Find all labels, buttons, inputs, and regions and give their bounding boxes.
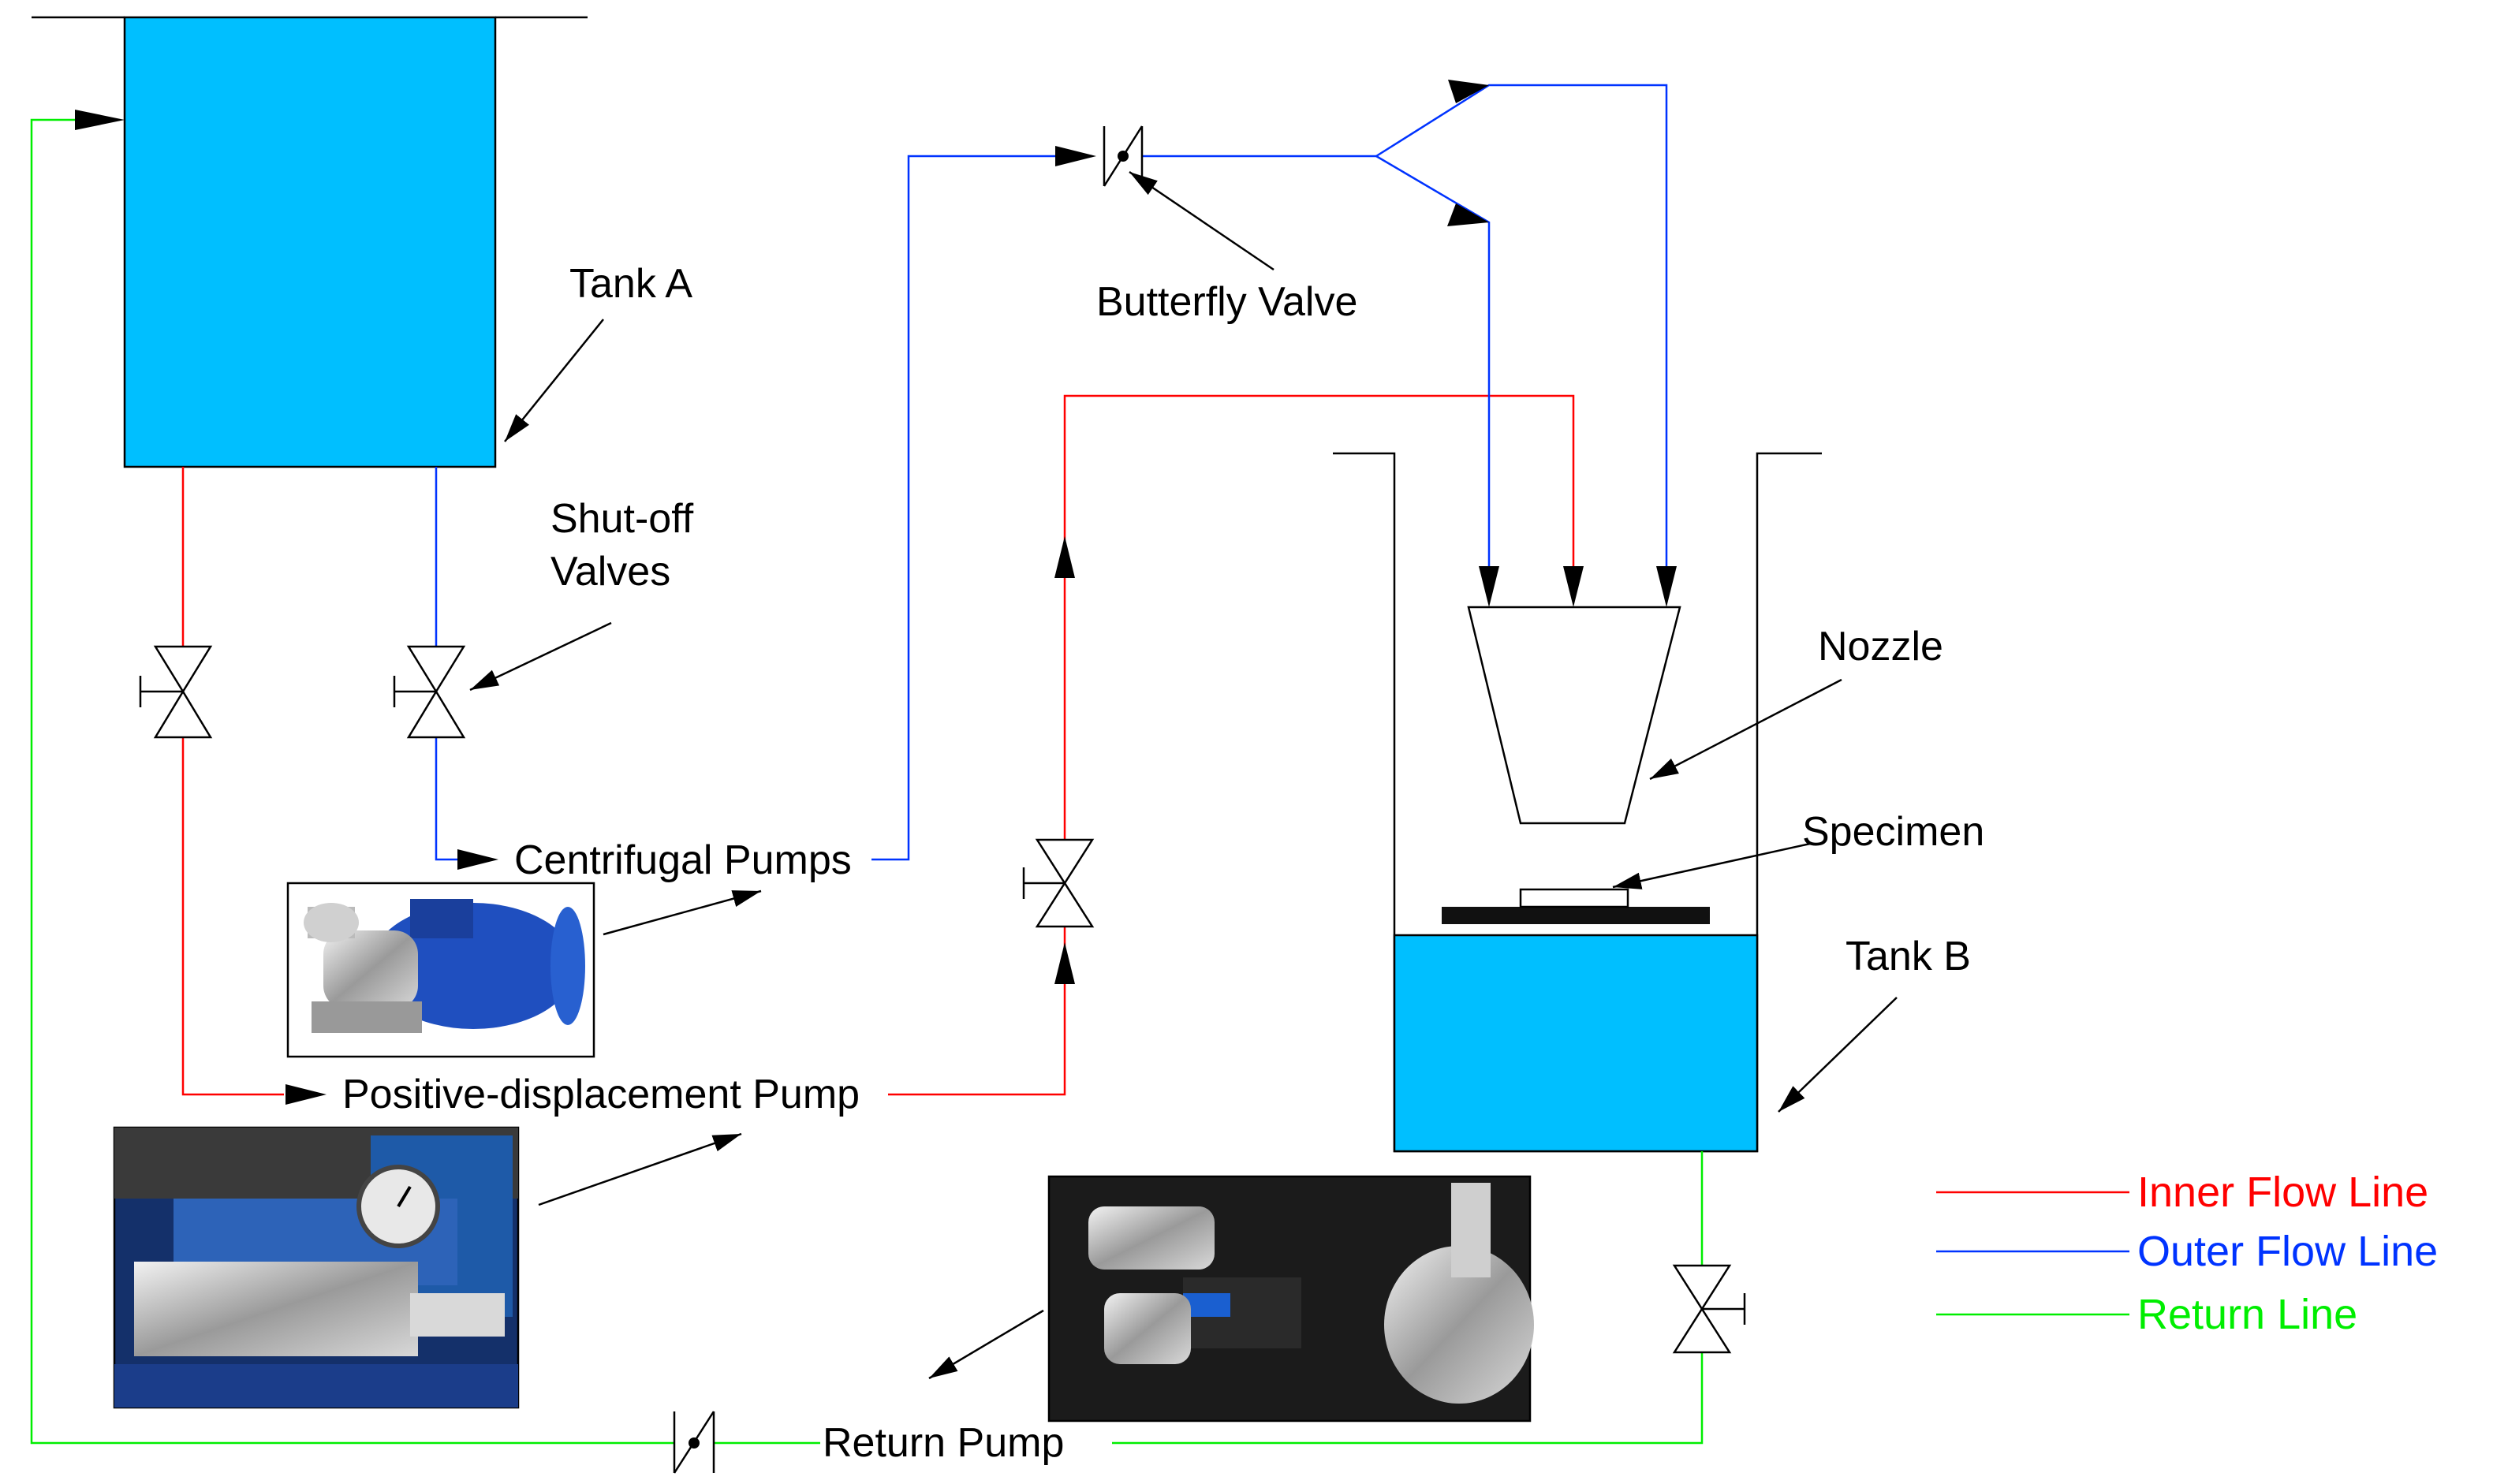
- nozzle: [1467, 606, 1681, 825]
- shutoff-valve-outer: [393, 645, 466, 739]
- legend-outer-label: Outer Flow Line: [2137, 1228, 2438, 1275]
- shutoff-valve-pd-line: [1022, 838, 1095, 928]
- butterfly-valve-label: Butterfly Valve: [1096, 279, 1357, 325]
- shutoff-valves-label-line1: Shut-off: [550, 496, 694, 542]
- shutoff-valves-label-line2: Valves: [550, 549, 670, 595]
- shutoff-valve-inner: [139, 645, 213, 739]
- centrifugal-pumps-label: Centrifugal Pumps: [514, 837, 852, 883]
- return-line: [30, 118, 1704, 1445]
- centrifugal-pump-photo: [286, 882, 595, 1058]
- positive-displacement-pump-photo: [113, 1126, 520, 1409]
- tank-b-label: Tank B: [1845, 934, 1971, 979]
- return-pump-photo: [1047, 1175, 1534, 1422]
- tank-b: [1333, 452, 1822, 1153]
- legend-inner-label: Inner Flow Line: [2137, 1169, 2428, 1216]
- flow-arrows: [75, 80, 1677, 1105]
- tank-a: [32, 16, 588, 468]
- specimen-label: Specimen: [1802, 809, 1984, 855]
- leader-arrows: [469, 170, 1898, 1380]
- tank-a-label: Tank A: [569, 261, 692, 307]
- tank-b-water: [1393, 934, 1759, 1153]
- positive-displacement-pump-label: Positive-displacement Pump: [342, 1072, 860, 1117]
- specimen: [1519, 888, 1629, 908]
- outer-flow-line: [435, 84, 1668, 861]
- specimen-table: [1442, 907, 1710, 924]
- return-check-valve: [673, 1411, 715, 1474]
- legend-return-label: Return Line: [2137, 1291, 2357, 1338]
- return-pump-label: Return Pump: [823, 1420, 1064, 1466]
- tank-a-water: [123, 16, 497, 468]
- shutoff-valve-return: [1672, 1264, 1746, 1354]
- legend: Inner Flow Line Outer Flow Line Return L…: [1936, 1169, 2438, 1338]
- nozzle-label: Nozzle: [1818, 624, 1943, 669]
